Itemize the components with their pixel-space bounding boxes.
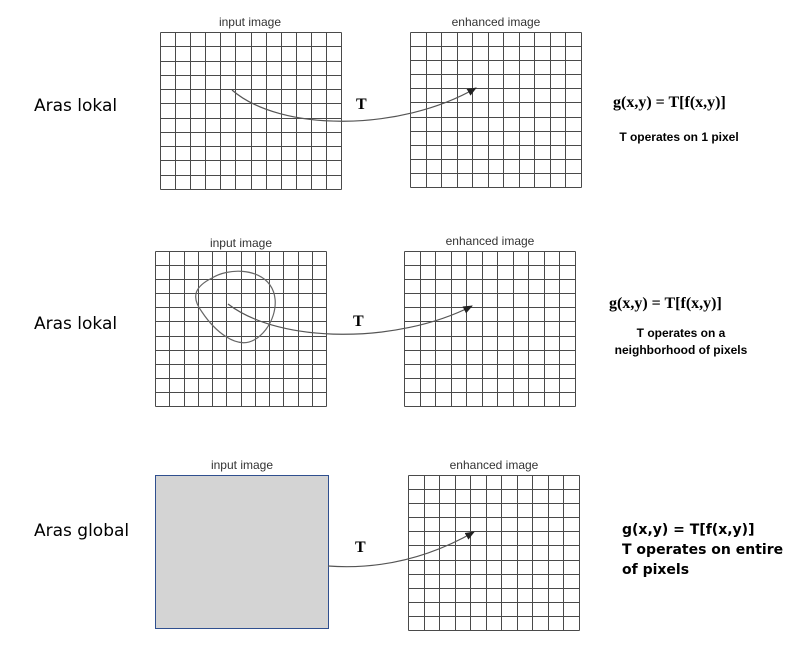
row-2-description: T operates on a neighborhood of pixels [614,326,748,357]
row-3-formula: g(x,y) = T[f(x,y)] [622,522,755,538]
row-1-input-grid [160,32,342,190]
row-3-text-block: g(x,y) = T[f(x,y)] T operates on entire … [622,520,792,580]
row-1-output-caption: enhanced image [451,15,541,29]
row-1-description: T operates on 1 pixel [619,130,739,144]
row-2-input-caption: input image [209,236,273,250]
grid-svg [404,251,576,407]
row-1-input-caption: input image [218,15,282,29]
row-2-output-caption: enhanced image [445,234,535,248]
row-2-t-label: T [353,313,364,330]
row-2-formula: g(x,y) = T[f(x,y)] [609,295,722,312]
grid-svg [155,251,327,407]
row-2-neighborhood-loop [195,270,276,344]
row-3-output-grid [408,475,580,631]
row-2-transform-arrow [227,303,473,335]
row-3-t-label: T [355,539,366,556]
row-3-label: Aras global [34,521,130,541]
row-2-input-grid [155,251,327,407]
row-1-t-label: T [356,96,367,113]
row-3-output-caption: enhanced image [449,458,539,472]
row-1-output-grid [410,32,582,188]
row-1-label: Aras lokal [34,96,118,116]
row-3-transform-arrow [327,531,475,568]
grid-svg [410,32,582,188]
grid-svg [408,475,580,631]
row-1-transform-arrow [231,87,477,122]
row-3-input-caption: input image [210,458,274,472]
grid-svg [160,32,342,190]
row-3-input-image-filled [155,475,329,629]
row-2-label: Aras lokal [34,314,118,334]
row-3-description: T operates on entire of pixels [622,542,784,578]
row-1-formula: g(x,y) = T[f(x,y)] [613,94,726,111]
row-2-output-grid [404,251,576,407]
